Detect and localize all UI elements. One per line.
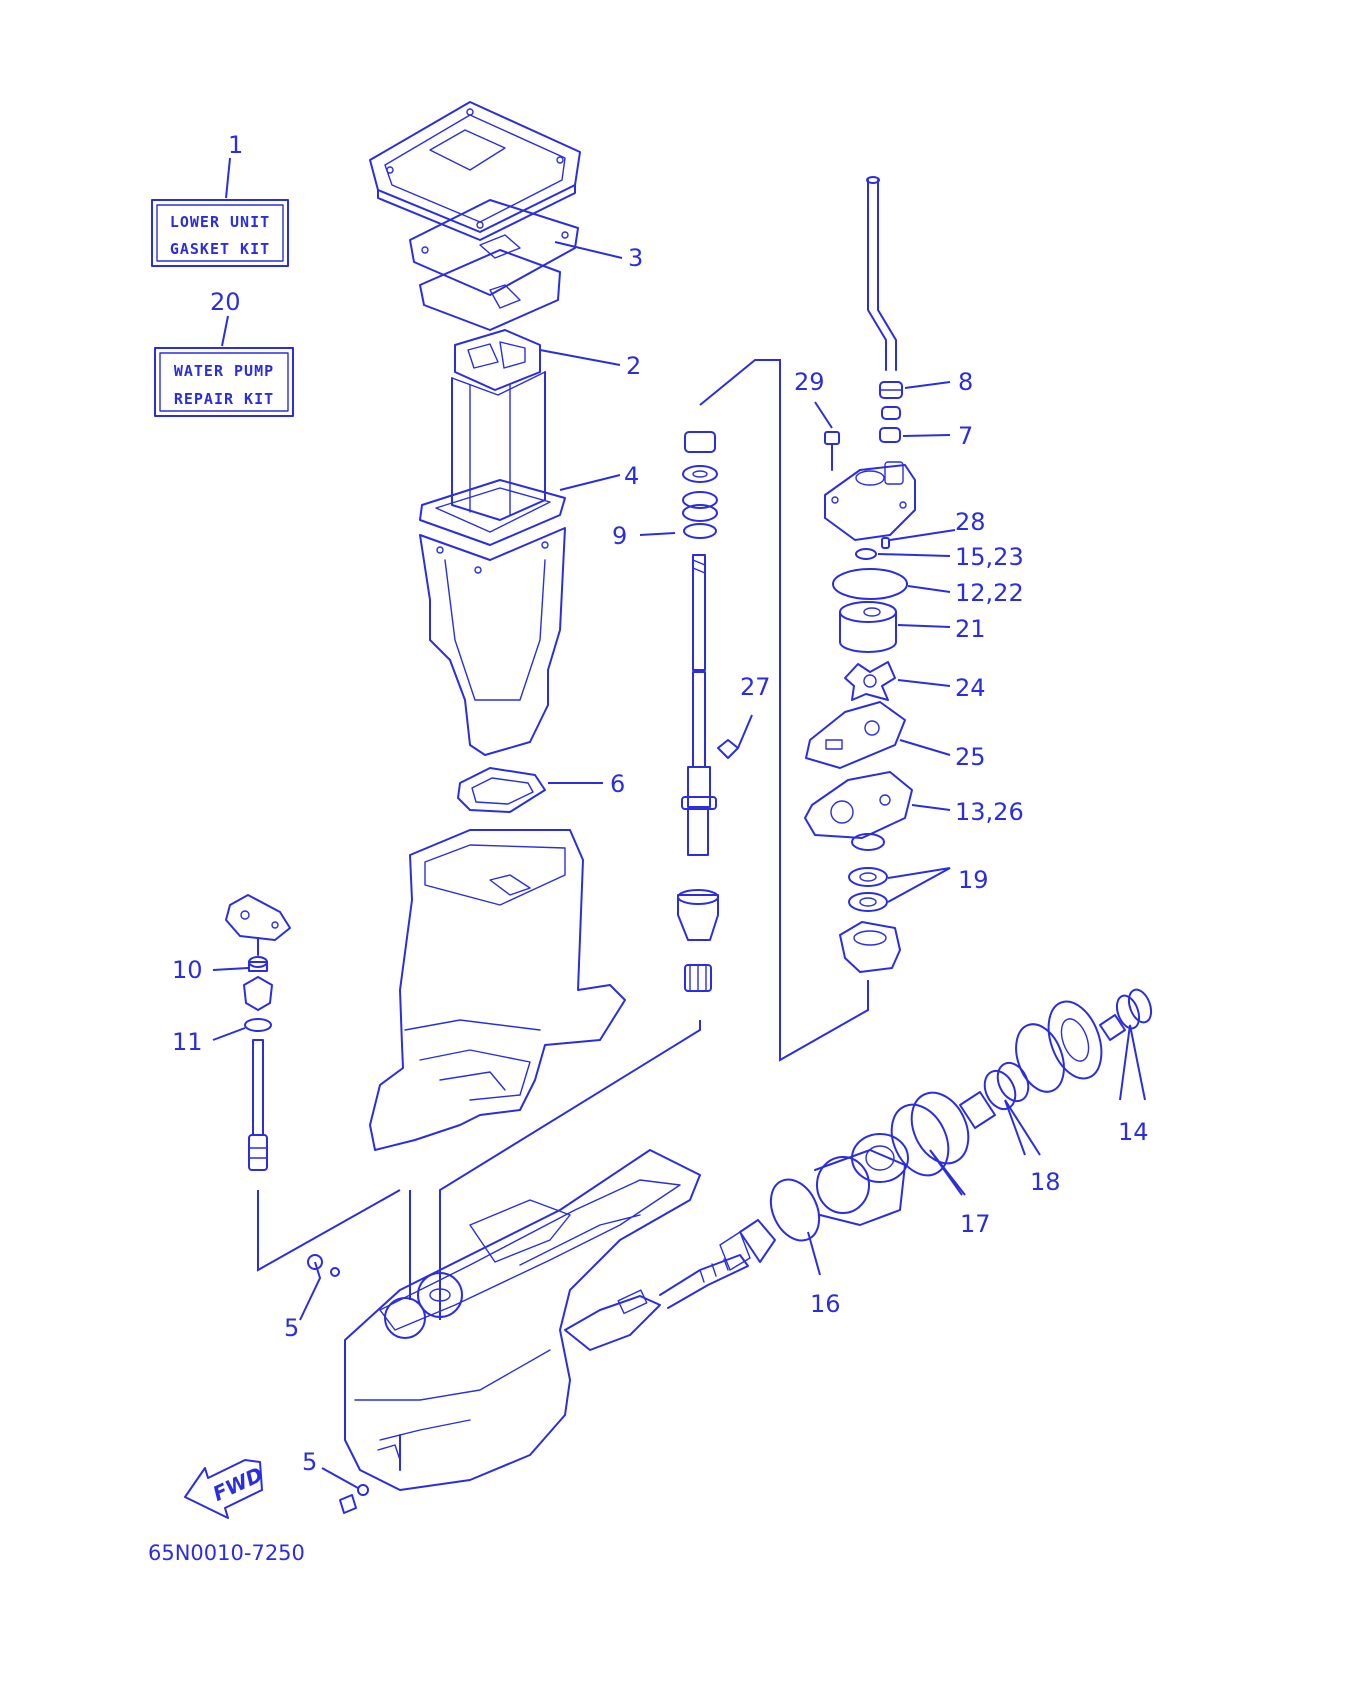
bearing-housing <box>814 1133 909 1226</box>
o-rings-17 <box>890 1091 970 1177</box>
callout-3: 3 <box>628 244 643 272</box>
o-ring-11 <box>244 1018 272 1032</box>
grommet-small <box>881 406 901 420</box>
callout-5-lower: 5 <box>302 1448 317 1476</box>
mount-seal-6 <box>457 767 546 813</box>
callout-6: 6 <box>610 770 625 798</box>
callout-14: 14 <box>1118 1118 1149 1146</box>
callout-8: 8 <box>958 368 973 396</box>
exhaust-guide <box>451 371 546 521</box>
callout-29: 29 <box>794 368 825 396</box>
exhaust-gasket-2 <box>454 329 541 391</box>
callout-18: 18 <box>1030 1168 1061 1196</box>
kit-label-line1: WATER PUMP <box>174 362 274 380</box>
callout-13-26: 13,26 <box>955 798 1024 826</box>
exhaust-gasket-4 <box>419 479 566 546</box>
pin-28 <box>881 537 890 549</box>
shift-rod-bushing <box>243 976 273 1011</box>
guide-plate <box>419 249 561 331</box>
pump-housing <box>824 461 916 541</box>
callout-19: 19 <box>958 866 989 894</box>
callout-2: 2 <box>626 352 641 380</box>
drive-shaft <box>681 554 717 856</box>
drive-shaft-bearings <box>682 431 718 539</box>
seal-7 <box>879 427 901 443</box>
callout-16: 16 <box>810 1290 841 1318</box>
callout-27: 27 <box>740 673 771 701</box>
oil-seals-19 <box>848 833 888 912</box>
callout-1: 1 <box>228 131 243 159</box>
woodruff-key-27 <box>717 739 739 759</box>
callout-25: 25 <box>955 743 986 771</box>
upper-casing-top-plate <box>369 101 581 241</box>
diagram-code: 65N0010-7250 <box>148 1541 305 1565</box>
grommet-8 <box>879 381 903 399</box>
leader-lines <box>212 241 1146 1489</box>
callout-5: 5 <box>284 1314 299 1342</box>
anode-bolt <box>307 1254 369 1514</box>
kit-label-line2: REPAIR KIT <box>174 390 274 408</box>
callout-17: 17 <box>960 1210 991 1238</box>
fwd-label: FWD <box>209 1462 267 1506</box>
seal-10 <box>248 956 268 972</box>
kit-label-line2: GASKET KIT <box>170 240 270 258</box>
reverse-gear <box>1015 1000 1103 1093</box>
callout-28: 28 <box>955 508 986 536</box>
callout-24: 24 <box>955 674 986 702</box>
impeller-24 <box>844 661 896 701</box>
impeller-cup-21 <box>839 601 897 653</box>
callout-9: 9 <box>612 522 627 550</box>
fwd-arrow-icon: FWD <box>184 1459 267 1519</box>
callout-4: 4 <box>624 462 639 490</box>
shift-rod-retainer <box>225 894 291 956</box>
callout-labels: 3 2 4 6 9 27 29 8 7 28 15,23 12,22 21 24… <box>172 244 1149 1476</box>
kit-box-water-pump-repair: 20 WATER PUMP REPAIR KIT <box>154 288 294 417</box>
callout-12-22: 12,22 <box>955 579 1024 607</box>
bearing-16 <box>719 1178 821 1271</box>
kit-label-line1: LOWER UNIT <box>170 213 270 231</box>
gear-case-housing <box>344 1149 701 1491</box>
callout-11: 11 <box>172 1028 203 1056</box>
callout-20: 20 <box>210 288 241 316</box>
propeller-shaft <box>564 1254 749 1351</box>
callout-10: 10 <box>172 956 203 984</box>
callout-15-23: 15,23 <box>955 543 1024 571</box>
outer-plate-25 <box>805 701 906 769</box>
lower-casing-housing <box>369 829 626 1151</box>
callout-7: 7 <box>958 422 973 450</box>
water-tube <box>866 176 897 371</box>
needle-bearing <box>684 964 712 992</box>
drive-shaft-bracket-lines <box>409 359 869 1320</box>
o-ring-12-22 <box>832 568 908 600</box>
exhaust-manifold-lower <box>419 527 566 756</box>
callout-21: 21 <box>955 615 986 643</box>
kit-box-lower-unit-gasket: 1 LOWER UNIT GASKET KIT <box>151 131 289 267</box>
shift-rod <box>248 1039 401 1272</box>
shims-14 <box>1099 988 1153 1041</box>
o-ring-15-23 <box>855 548 877 560</box>
oil-seal-housing <box>839 921 901 973</box>
bolt-29 <box>824 431 840 471</box>
gasket-13-26 <box>804 771 913 839</box>
drive-shaft-sleeve <box>677 889 719 941</box>
seals-18 <box>959 1061 1030 1129</box>
